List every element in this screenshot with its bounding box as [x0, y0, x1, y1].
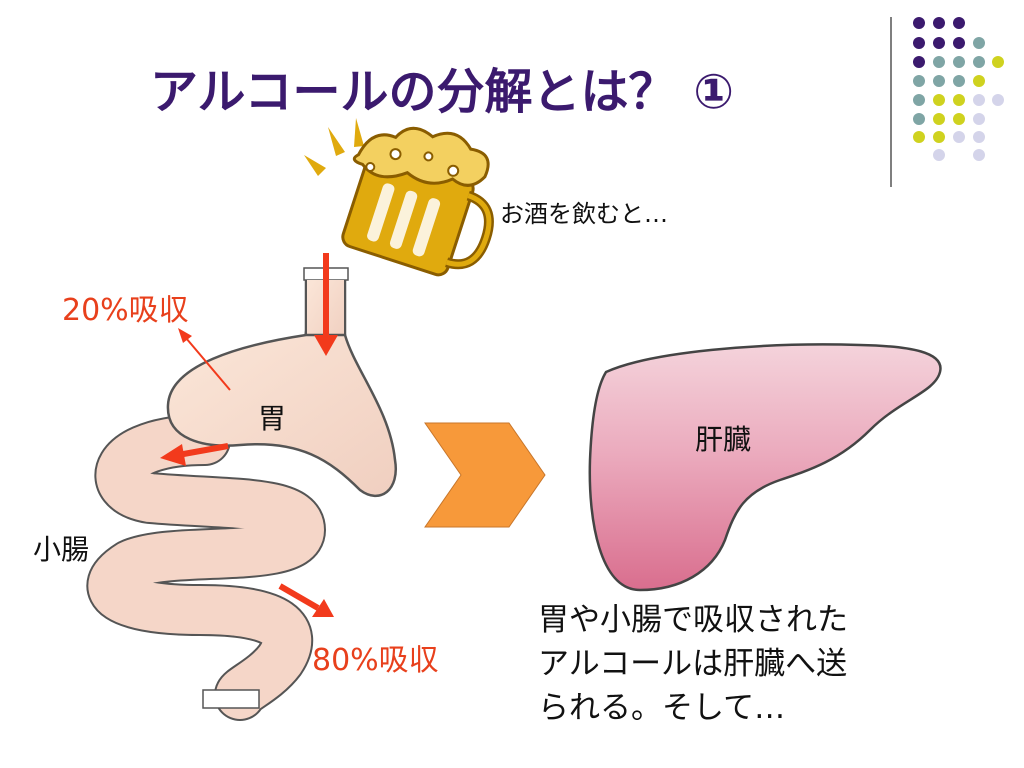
explanation-line: られる。そして… — [538, 690, 786, 726]
drink-caption: お酒を飲むと… — [500, 200, 668, 228]
explanation-line: 胃や小腸で吸収された — [538, 602, 848, 638]
stomach-label: 胃 — [258, 402, 287, 435]
alcohol-flow-arrows — [160, 253, 338, 617]
absorption-intestine-label: 80%吸収 — [312, 643, 439, 678]
beer-mug-icon — [304, 118, 494, 277]
liver-shape — [588, 343, 942, 592]
explanation-line: アルコールは肝臓へ送 — [538, 646, 848, 682]
small-intestine-label: 小腸 — [33, 533, 90, 566]
liver-label: 肝臓 — [695, 423, 752, 456]
slide-title: アルコールの分解とは？ ① — [150, 64, 734, 120]
explanation-text: 胃や小腸で吸収された アルコールは肝臓へ送 られる。そして… — [538, 598, 938, 730]
dot-grid-decoration — [913, 17, 1004, 161]
absorption-stomach-label: 20%吸収 — [62, 293, 189, 328]
chevron-right-arrow — [424, 422, 546, 528]
digestive-organs — [86, 267, 398, 721]
intestine-end — [202, 689, 260, 709]
